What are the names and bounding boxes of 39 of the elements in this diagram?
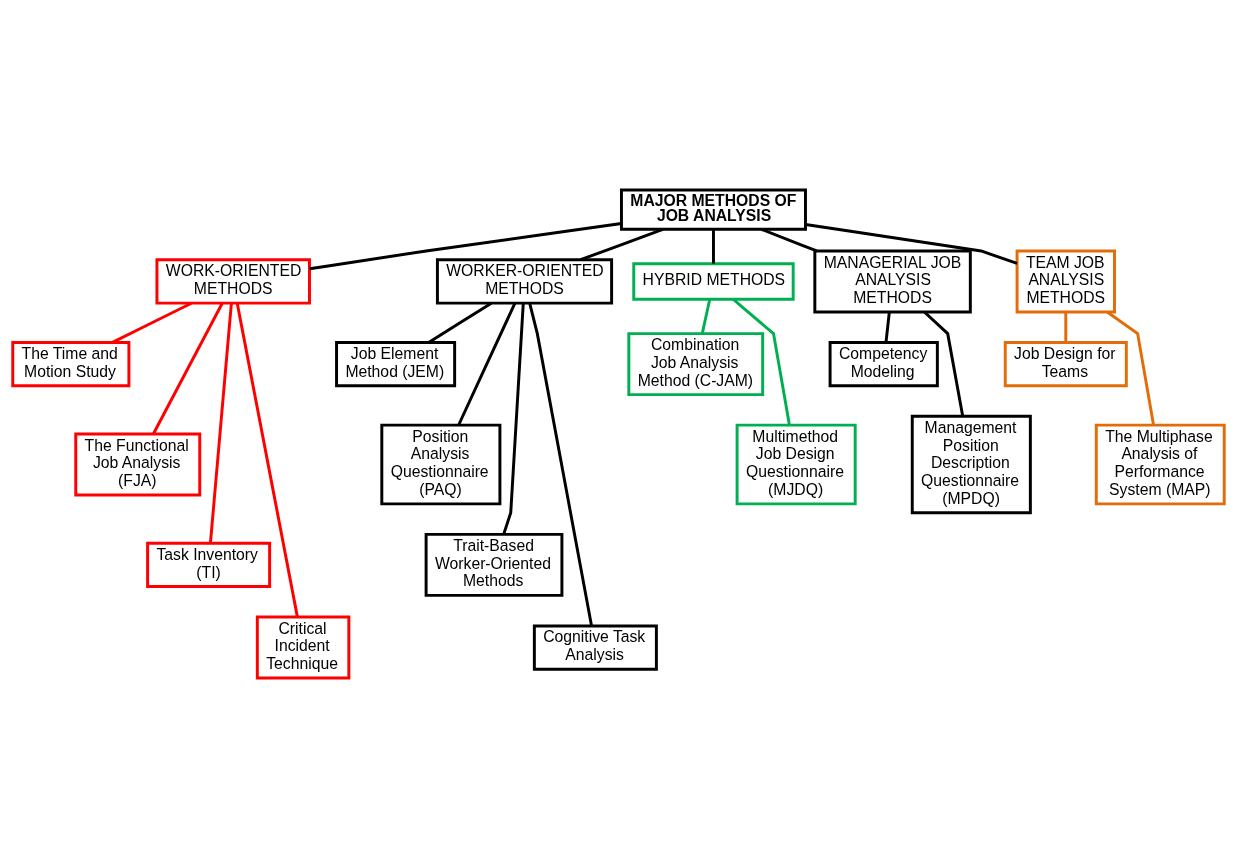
node-box: The Time and Motion Study — [11, 341, 131, 388]
connector — [1064, 312, 1068, 343]
node-box: The Functional Job Analysis (FJA) — [74, 432, 202, 497]
node-box: Competency Modeling — [828, 341, 939, 388]
node-box: Combination Job Analysis Method (C-JAM) — [627, 332, 765, 397]
node-box: MAJOR METHODS OF JOB ANALYSIS — [619, 188, 807, 231]
node-box: Trait-Based Worker-Oriented Methods — [424, 532, 564, 597]
connector — [712, 229, 715, 264]
connector — [235, 303, 299, 618]
connector — [502, 303, 525, 535]
node-box: Position Analysis Questionnaire (PAQ) — [380, 423, 502, 506]
connector — [760, 227, 818, 253]
node-box: WORKER-ORIENTED METHODS — [435, 258, 614, 305]
node-box: WORK-ORIENTED METHODS — [155, 258, 311, 305]
node-box: Critical Incident Technique — [255, 615, 351, 680]
node-box: Management Position Description Questionnaire (MPDQ) — [910, 414, 1032, 515]
node-box: MANAGERIAL JOB ANALYSIS METHODS — [813, 249, 972, 314]
node-box: TEAM JOB ANALYSIS METHODS — [1015, 249, 1116, 314]
connector — [580, 227, 664, 262]
connector — [309, 222, 622, 271]
connector — [732, 298, 791, 426]
node-box: Task Inventory (TI) — [146, 541, 272, 588]
node-box: HYBRID METHODS — [632, 262, 795, 301]
connector — [700, 299, 712, 334]
connector — [923, 311, 965, 417]
node-box: Job Element Method (JEM) — [335, 341, 457, 388]
connector — [884, 311, 891, 343]
connector — [1106, 311, 1155, 426]
connector — [528, 302, 593, 626]
connector — [208, 303, 233, 544]
node-box: Cognitive Task Analysis — [532, 624, 658, 671]
connector — [152, 302, 224, 435]
node-box: Multimethod Job Design Questionnaire (MJDQ) — [735, 423, 857, 506]
connector — [805, 223, 1018, 265]
connector — [111, 301, 193, 344]
connector — [427, 302, 493, 344]
node-box: Job Design for Teams — [1003, 341, 1128, 388]
connector — [457, 302, 517, 426]
node-box: The Multiphase Analysis of Performance System (MAP) — [1094, 423, 1226, 506]
